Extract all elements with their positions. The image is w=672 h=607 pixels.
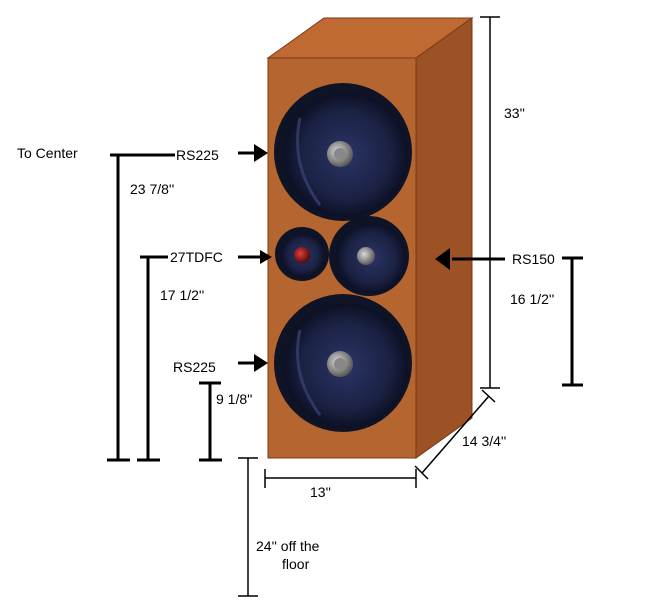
cabinet-side: [415, 17, 473, 459]
label-33: 33'': [504, 105, 525, 121]
label-9-1-8: 9 1/8'': [216, 391, 252, 407]
label-16-1-2: 16 1/2'': [510, 291, 554, 307]
dimension-9-1-8: [199, 381, 222, 462]
dimension-33: [480, 16, 500, 389]
arrow-tdfc: [238, 250, 272, 264]
woofer-top: [274, 83, 412, 221]
midrange: [329, 216, 409, 296]
dimension-13: [264, 469, 417, 488]
arrow-rs225-top: [238, 144, 268, 162]
tweeter: [275, 227, 329, 281]
label-rs225-top: RS225: [176, 147, 219, 163]
label-23-7-8: 23 7/8'': [130, 181, 174, 197]
dimension-16-1-2: [562, 256, 583, 387]
arrow-rs150: [435, 248, 505, 270]
label-17-1-2: 17 1/2'': [160, 287, 204, 303]
label-13: 13'': [310, 484, 331, 500]
woofer-bottom: [274, 294, 412, 432]
dimension-floor: [238, 457, 258, 597]
arrow-rs225-bottom: [238, 354, 268, 372]
label-rs225-bottom: RS225: [173, 359, 216, 375]
dimension-17-1-2: [137, 255, 168, 462]
label-floor-line2: floor: [282, 556, 310, 572]
label-rs150: RS150: [512, 251, 555, 267]
label-27tdfc: 27TDFC: [170, 249, 223, 265]
label-14-3-4: 14 3/4'': [462, 433, 506, 449]
label-to-center: To Center: [17, 145, 78, 161]
dimension-14-3-4: [414, 389, 496, 480]
dimension-23-7-8: [107, 153, 175, 462]
label-floor-line1: 24'' off the: [256, 538, 320, 554]
